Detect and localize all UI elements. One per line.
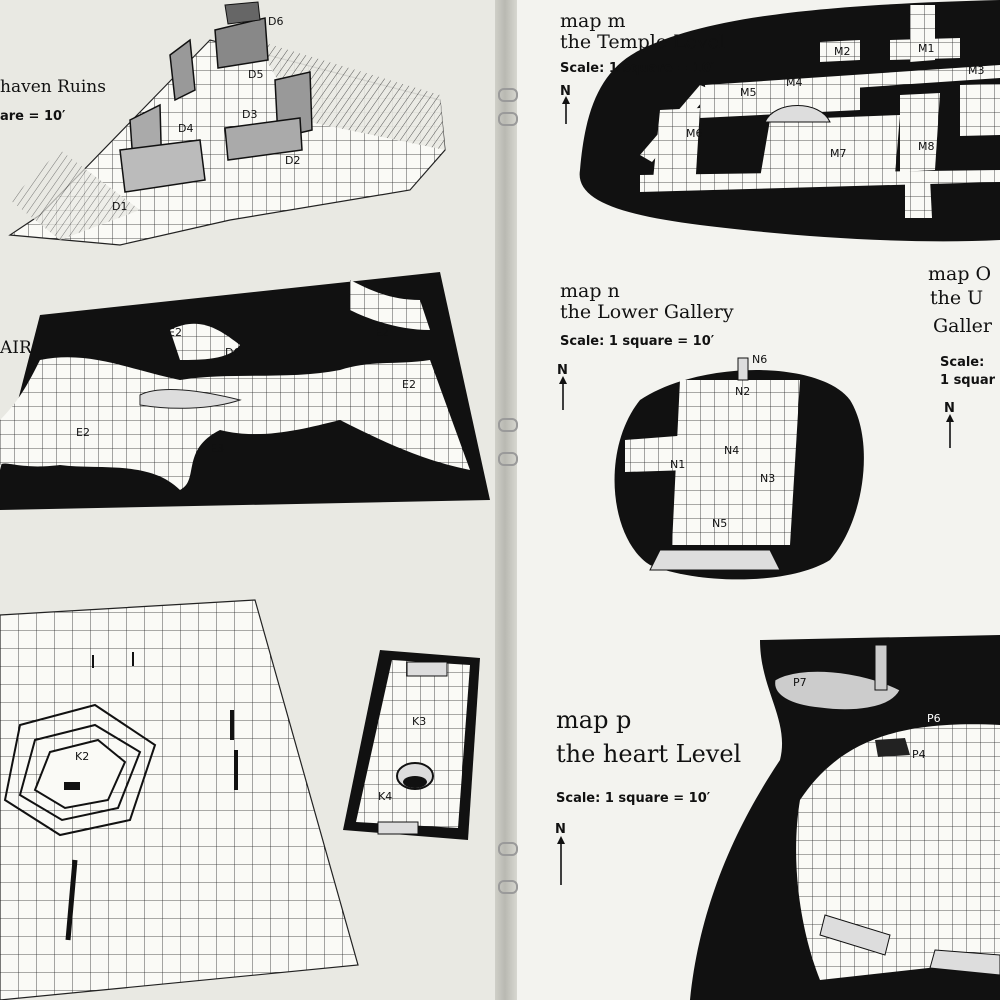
building-label-k4: K4: [378, 790, 392, 803]
map-o-scale-2: 1 squar: [940, 373, 996, 388]
map-p-title: map p: [556, 706, 631, 734]
map-m-label-m7: M7: [830, 147, 847, 160]
building-label-k3: K3: [412, 715, 426, 728]
valley-label-k2: K2: [75, 750, 89, 763]
binding-ring: [498, 88, 518, 102]
ruins-title: haven Ruins: [0, 77, 106, 97]
map-n-title: map n: [560, 280, 620, 302]
map-n-label-n5: N5: [712, 517, 727, 530]
map-m-label-m6: M6: [686, 127, 703, 140]
map-n: [614, 357, 864, 580]
map-p-subtitle: the heart Level: [556, 740, 741, 768]
map-o-title: map O: [928, 263, 991, 285]
lair-label-e3: E3: [210, 442, 224, 455]
building-map: [343, 650, 480, 840]
map-m-title: map m: [560, 10, 626, 32]
map-m-subtitle: the Temple Level: [560, 31, 725, 53]
map-m: [579, 0, 1000, 242]
map-n-label-n2: N2: [735, 385, 750, 398]
map-o-subtitle-2: Galler: [933, 315, 993, 337]
lair-map: [0, 272, 490, 510]
ruins-label-d5: D5: [248, 68, 263, 81]
lair-label-e2-c: E2: [402, 378, 416, 391]
map-n-scale: Scale: 1 square = 10′: [560, 334, 715, 349]
ruins-label-d1: D1: [112, 200, 127, 213]
map-o-north: N: [944, 401, 955, 416]
ruins-scale: are = 10′: [0, 109, 66, 124]
lair-label-e2-d: E2: [76, 426, 90, 439]
map-n-label-n3: N3: [760, 472, 775, 485]
ruins-map: [8, 1, 446, 246]
valley-map: [0, 599, 359, 1000]
map-n-label-n1: N1: [670, 458, 685, 471]
binding-ring: [498, 112, 518, 126]
binding-ring: [498, 452, 518, 466]
map-p-label-p6: P6: [927, 712, 941, 725]
map-n-label-n4: N4: [724, 444, 739, 457]
binding-ring: [498, 418, 518, 432]
map-p-label-p4: P4: [912, 748, 926, 761]
binding-ring: [498, 880, 518, 894]
binding-ring: [498, 842, 518, 856]
map-p-label-p7: P7: [793, 676, 807, 689]
lair-label-e2-a: E2: [168, 326, 182, 339]
map-o-subtitle: the U: [930, 287, 983, 309]
ruins-label-d2: D2: [285, 154, 300, 167]
ruins-label-d6: D6: [268, 15, 283, 28]
map-n-north: N: [557, 363, 568, 378]
map-m-scale: Scale: 1 square = 10′: [560, 61, 715, 76]
book-gutter: [495, 0, 517, 1000]
map-m-north: N: [560, 84, 571, 99]
map-n-subtitle: the Lower Gallery: [560, 301, 734, 323]
map-n-label-n6: N6: [752, 353, 767, 366]
map-p-scale: Scale: 1 square = 10′: [556, 791, 711, 806]
map-m-label-m3: M3: [968, 64, 985, 77]
map-m-label-m4: M4: [786, 76, 803, 89]
map-p: [690, 635, 1000, 1000]
map-m-label-m8: M8: [918, 140, 935, 153]
ruins-label-d3: D3: [242, 108, 257, 121]
map-m-label-m1: M1: [918, 42, 935, 55]
lair-title: AIR: [0, 338, 33, 358]
map-m-label-m2: M2: [834, 45, 851, 58]
map-o-scale: Scale:: [940, 355, 984, 370]
map-p-north: N: [555, 822, 566, 837]
ruins-label-d4: D4: [178, 122, 193, 135]
lair-label-d6: D6: [225, 346, 240, 359]
lair-label-e2-b: E2: [375, 326, 389, 339]
map-m-label-m5: M5: [740, 86, 757, 99]
